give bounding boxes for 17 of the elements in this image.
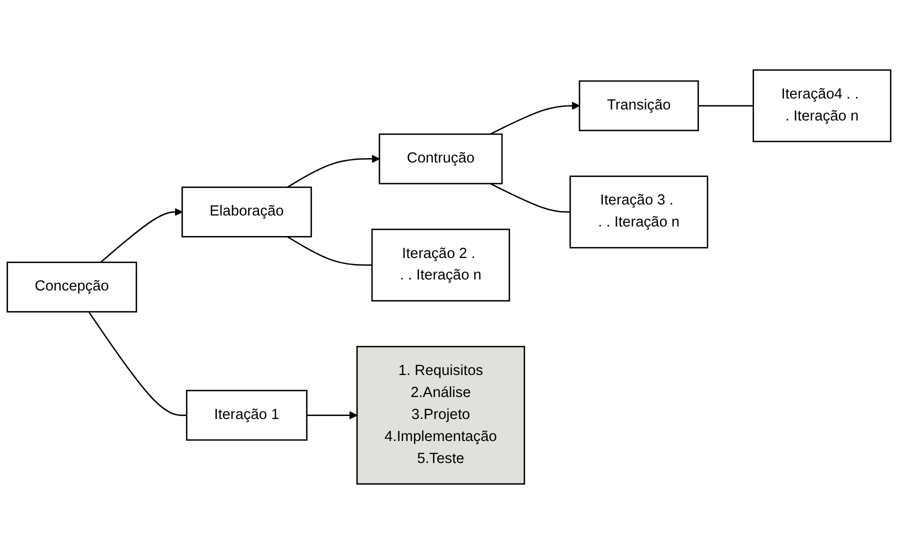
connector bbox=[88, 311, 187, 416]
connector bbox=[490, 182, 570, 213]
node-box: Iteração4 . . . Iteração n bbox=[752, 69, 892, 142]
connector bbox=[698, 105, 754, 106]
node-box: Iteração 1 bbox=[186, 390, 308, 441]
arrow bbox=[490, 102, 580, 135]
connector bbox=[287, 236, 372, 266]
node-box: Iteração 3 . . . Iteração n bbox=[569, 176, 708, 248]
arrow bbox=[100, 208, 183, 263]
node-box: Elaboração bbox=[182, 186, 312, 238]
arrow bbox=[306, 411, 358, 420]
node-box: Transição bbox=[578, 80, 699, 132]
node-box: 1. Requisitos 2.Análise 3.Projeto 4.Implementação 5.Teste bbox=[356, 346, 526, 485]
arrow bbox=[287, 154, 380, 188]
node-box: Iteração 2 . . . Iteração n bbox=[371, 228, 510, 302]
node-box: Concepção bbox=[6, 262, 138, 312]
node-box: Contrução bbox=[378, 133, 503, 184]
